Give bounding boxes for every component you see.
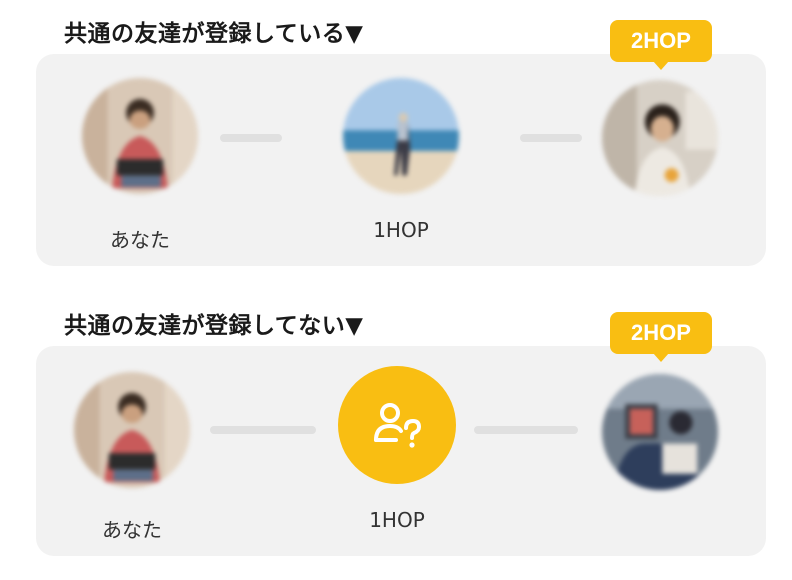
user-avatar-you[interactable] <box>74 372 190 488</box>
hop2-badge-label: 2HOP <box>631 320 691 345</box>
badge-pointer <box>653 353 669 362</box>
connector-line <box>210 426 316 434</box>
you-label: あなた <box>102 518 162 542</box>
connection-card-not-registered: あなた 1HOP <box>36 346 766 556</box>
friend-avatar-2hop[interactable] <box>602 80 718 196</box>
hop2-badge: 2HOP <box>610 20 712 70</box>
hop1-label: 1HOP <box>369 508 425 532</box>
section-heading-not-registered: 共通の友達が登録してない▼ <box>64 313 364 339</box>
friend-avatar-2hop[interactable] <box>602 374 718 490</box>
connector-line <box>474 426 578 434</box>
section-heading-registered: 共通の友達が登録している▼ <box>64 21 364 47</box>
connection-card-registered: あなた 1HOP <box>36 54 766 266</box>
connector-line <box>520 134 582 142</box>
hop2-badge: 2HOP <box>610 312 712 362</box>
unknown-person-icon <box>374 403 422 448</box>
friend-avatar-1hop[interactable] <box>343 78 459 194</box>
badge-pointer <box>653 61 669 70</box>
user-avatar-you[interactable] <box>82 78 198 194</box>
you-label: あなた <box>110 228 170 252</box>
unknown-friend-1hop[interactable] <box>338 366 456 484</box>
connector-line <box>220 134 282 142</box>
hop1-label: 1HOP <box>373 218 429 242</box>
hop2-badge-label: 2HOP <box>631 28 691 53</box>
